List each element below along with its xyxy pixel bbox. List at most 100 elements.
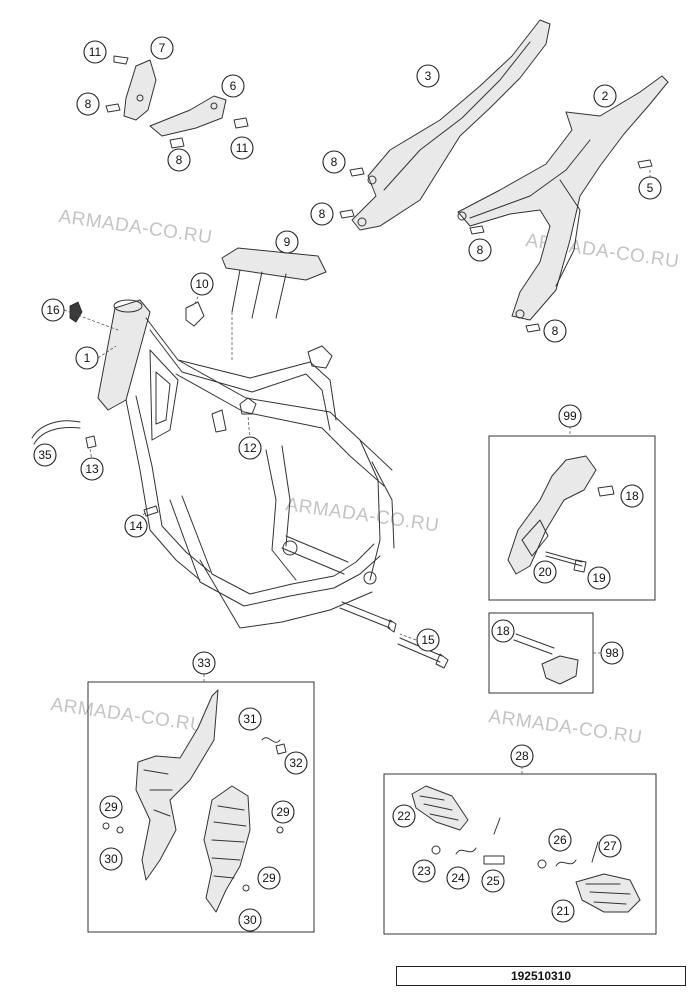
callout-18: 18 <box>620 484 644 508</box>
frame-gusset-inner <box>155 371 171 425</box>
footrest-left-teeth <box>419 795 459 821</box>
svg-text:99: 99 <box>563 409 577 423</box>
svg-text:35: 35 <box>38 448 52 462</box>
frame-cradle <box>169 499 381 607</box>
callout-8-left: 8 <box>76 92 100 116</box>
svg-text:15: 15 <box>421 633 435 647</box>
bolt-19 <box>573 559 587 573</box>
leader-1 <box>97 345 117 359</box>
box-99 <box>488 435 656 601</box>
bolt-8-right-b <box>525 323 541 333</box>
svg-text:8: 8 <box>331 155 338 169</box>
frame-protector-left <box>135 689 219 881</box>
fitting-13 <box>85 435 97 449</box>
svg-text:18: 18 <box>625 489 639 503</box>
bolt-8-subframe-b <box>339 209 355 219</box>
box-33 <box>87 681 315 933</box>
bolt-8-left <box>105 103 121 113</box>
pivot-bolt-15 <box>339 601 397 633</box>
footrest-right-teeth <box>585 883 631 905</box>
svg-text:18: 18 <box>496 624 510 638</box>
group-28 <box>383 766 657 935</box>
callout-33: 33 <box>192 651 216 675</box>
svg-text:33: 33 <box>197 656 211 670</box>
svg-text:30: 30 <box>104 852 118 866</box>
screw-29-a <box>102 822 110 830</box>
callout-3: 3 <box>416 64 440 88</box>
callout-99: 99 <box>558 404 582 428</box>
callouts: 11 7 8 6 8 11 3 2 8 8 5 8 8 9 10 16 1 12… <box>33 36 662 932</box>
frame-cradle-2 <box>181 495 375 595</box>
svg-text:5: 5 <box>647 181 654 195</box>
spring-26 <box>555 859 577 867</box>
callout-12: 12 <box>238 436 262 460</box>
svg-text:9: 9 <box>284 235 291 249</box>
callout-35: 35 <box>33 443 57 467</box>
leader-16 <box>63 309 119 331</box>
svg-text:24: 24 <box>451 871 465 885</box>
callout-29-b: 29 <box>271 800 295 824</box>
svg-text:27: 27 <box>603 839 617 853</box>
svg-text:25: 25 <box>486 874 500 888</box>
callout-8-right-a: 8 <box>468 238 492 262</box>
bracket-7-body <box>123 59 157 121</box>
watermark-1: ARMADA-CO.RU <box>57 206 213 248</box>
subframe-right-mount-1 <box>457 211 467 221</box>
frame-top-rail <box>145 317 337 421</box>
subframe-right-mount-2 <box>515 309 525 319</box>
bolt-8-mid <box>169 137 185 149</box>
main-frame <box>31 299 449 669</box>
washer-32 <box>275 743 287 755</box>
bolt-18-b <box>513 633 555 655</box>
callout-2: 2 <box>593 84 617 108</box>
side-stand-body <box>507 455 597 575</box>
svg-text:16: 16 <box>46 303 60 317</box>
svg-text:8: 8 <box>319 207 326 221</box>
frame-down-tube <box>125 399 201 581</box>
callout-5: 5 <box>638 176 662 200</box>
svg-text:29: 29 <box>104 800 118 814</box>
cotter-pin-left <box>493 817 501 835</box>
group-98 <box>488 612 600 694</box>
watermark-3: ARMADA-CO.RU <box>284 494 440 536</box>
frame-upper-spar-2 <box>175 373 385 487</box>
svg-text:29: 29 <box>276 805 290 819</box>
frame-protector-right-ribs <box>211 805 247 879</box>
subframe-left-body <box>351 19 551 231</box>
svg-text:8: 8 <box>552 324 559 338</box>
subframe-left <box>339 19 551 231</box>
frame-upper-spar <box>177 359 393 471</box>
bolt-5 <box>637 159 653 169</box>
callout-29-c: 29 <box>257 866 281 890</box>
callout-21: 21 <box>551 899 575 923</box>
group-99 <box>488 426 656 601</box>
frame-rear-section-2 <box>281 445 395 549</box>
bracket-6 <box>149 95 249 149</box>
subframe-left-mount-2 <box>357 217 367 227</box>
svg-text:7: 7 <box>159 41 166 55</box>
bracket-6-hole <box>210 102 218 110</box>
svg-text:11: 11 <box>236 141 249 155</box>
callout-9: 9 <box>275 230 299 254</box>
plate-holder-strut-2 <box>251 271 263 319</box>
callout-8-mid: 8 <box>167 148 191 172</box>
svg-text:31: 31 <box>243 712 257 726</box>
callout-29-a: 29 <box>99 795 123 819</box>
svg-text:28: 28 <box>515 749 529 763</box>
callout-14: 14 <box>124 514 148 538</box>
plate-holder-strut-3 <box>275 273 287 319</box>
callout-23: 23 <box>412 859 436 883</box>
callout-16: 16 <box>41 298 65 322</box>
svg-text:20: 20 <box>538 565 552 579</box>
svg-text:29: 29 <box>262 871 276 885</box>
subframe-right-inner <box>469 139 591 287</box>
frame-down-tube-2 <box>135 395 211 573</box>
callout-19: 19 <box>587 566 611 590</box>
frame-gusset <box>149 349 179 441</box>
svg-text:12: 12 <box>243 441 257 455</box>
washer-26 <box>537 859 547 869</box>
svg-text:19: 19 <box>592 571 606 585</box>
frame-lower-rail <box>199 559 373 629</box>
footrest-left-22 <box>411 785 469 831</box>
frame-shock-mount <box>307 345 333 369</box>
